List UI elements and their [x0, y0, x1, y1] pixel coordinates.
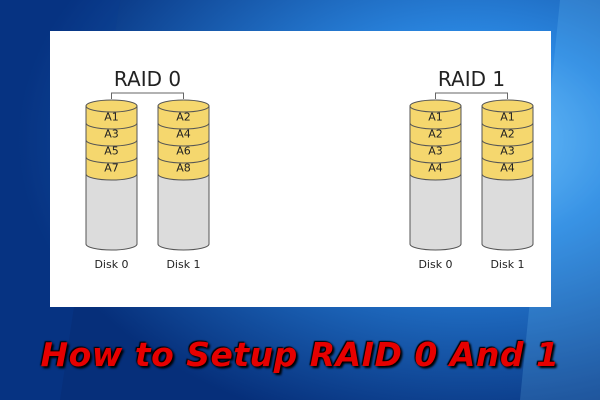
disk-top-cap — [481, 99, 534, 113]
disk-top-cap — [85, 99, 138, 113]
disk-empty-space — [157, 173, 210, 251]
disk-label: Disk 1 — [166, 258, 200, 271]
stripe-block — [481, 139, 534, 164]
block-label: A5 — [104, 145, 119, 158]
block-label: A2 — [428, 128, 443, 141]
block-label: A4 — [176, 128, 191, 141]
stripe-block — [157, 139, 210, 164]
stripe-block — [157, 156, 210, 181]
disk-label: Disk 0 — [94, 258, 128, 271]
block-label: A8 — [176, 162, 191, 175]
stripe-block — [481, 156, 534, 181]
stripe-block — [85, 156, 138, 181]
stripe-block — [409, 156, 462, 181]
stripe-block — [409, 139, 462, 164]
stripe-block — [409, 122, 462, 147]
disk-empty-space — [85, 173, 138, 251]
stripe-block — [85, 122, 138, 147]
disk-empty-space — [481, 173, 534, 251]
headline-title: How to Setup RAID 0 And 1 — [40, 335, 560, 374]
stripe-block — [157, 105, 210, 130]
block-label: A3 — [428, 145, 443, 158]
disk-empty-space — [409, 173, 462, 251]
disk-top-cap — [409, 99, 462, 113]
block-label: A4 — [428, 162, 443, 175]
stripe-block — [157, 122, 210, 147]
raid-title: RAID 1 — [438, 67, 505, 91]
disk-label: Disk 0 — [418, 258, 452, 271]
stripe-block — [85, 139, 138, 164]
block-label: A3 — [500, 145, 515, 158]
block-label: A7 — [104, 162, 119, 175]
block-label: A1 — [500, 111, 515, 124]
stripe-block — [409, 105, 462, 130]
disk-label: Disk 1 — [490, 258, 524, 271]
connector-line — [435, 92, 508, 99]
block-label: A6 — [176, 145, 191, 158]
stripe-block — [85, 105, 138, 130]
block-label: A2 — [500, 128, 515, 141]
disk-top-cap — [157, 99, 210, 113]
block-label: A3 — [104, 128, 119, 141]
block-label: A1 — [428, 111, 443, 124]
block-label: A2 — [176, 111, 191, 124]
stripe-block — [481, 122, 534, 147]
stripe-block — [481, 105, 534, 130]
raid-title: RAID 0 — [114, 67, 181, 91]
block-label: A1 — [104, 111, 119, 124]
connector-line — [111, 92, 184, 99]
block-label: A4 — [500, 162, 515, 175]
